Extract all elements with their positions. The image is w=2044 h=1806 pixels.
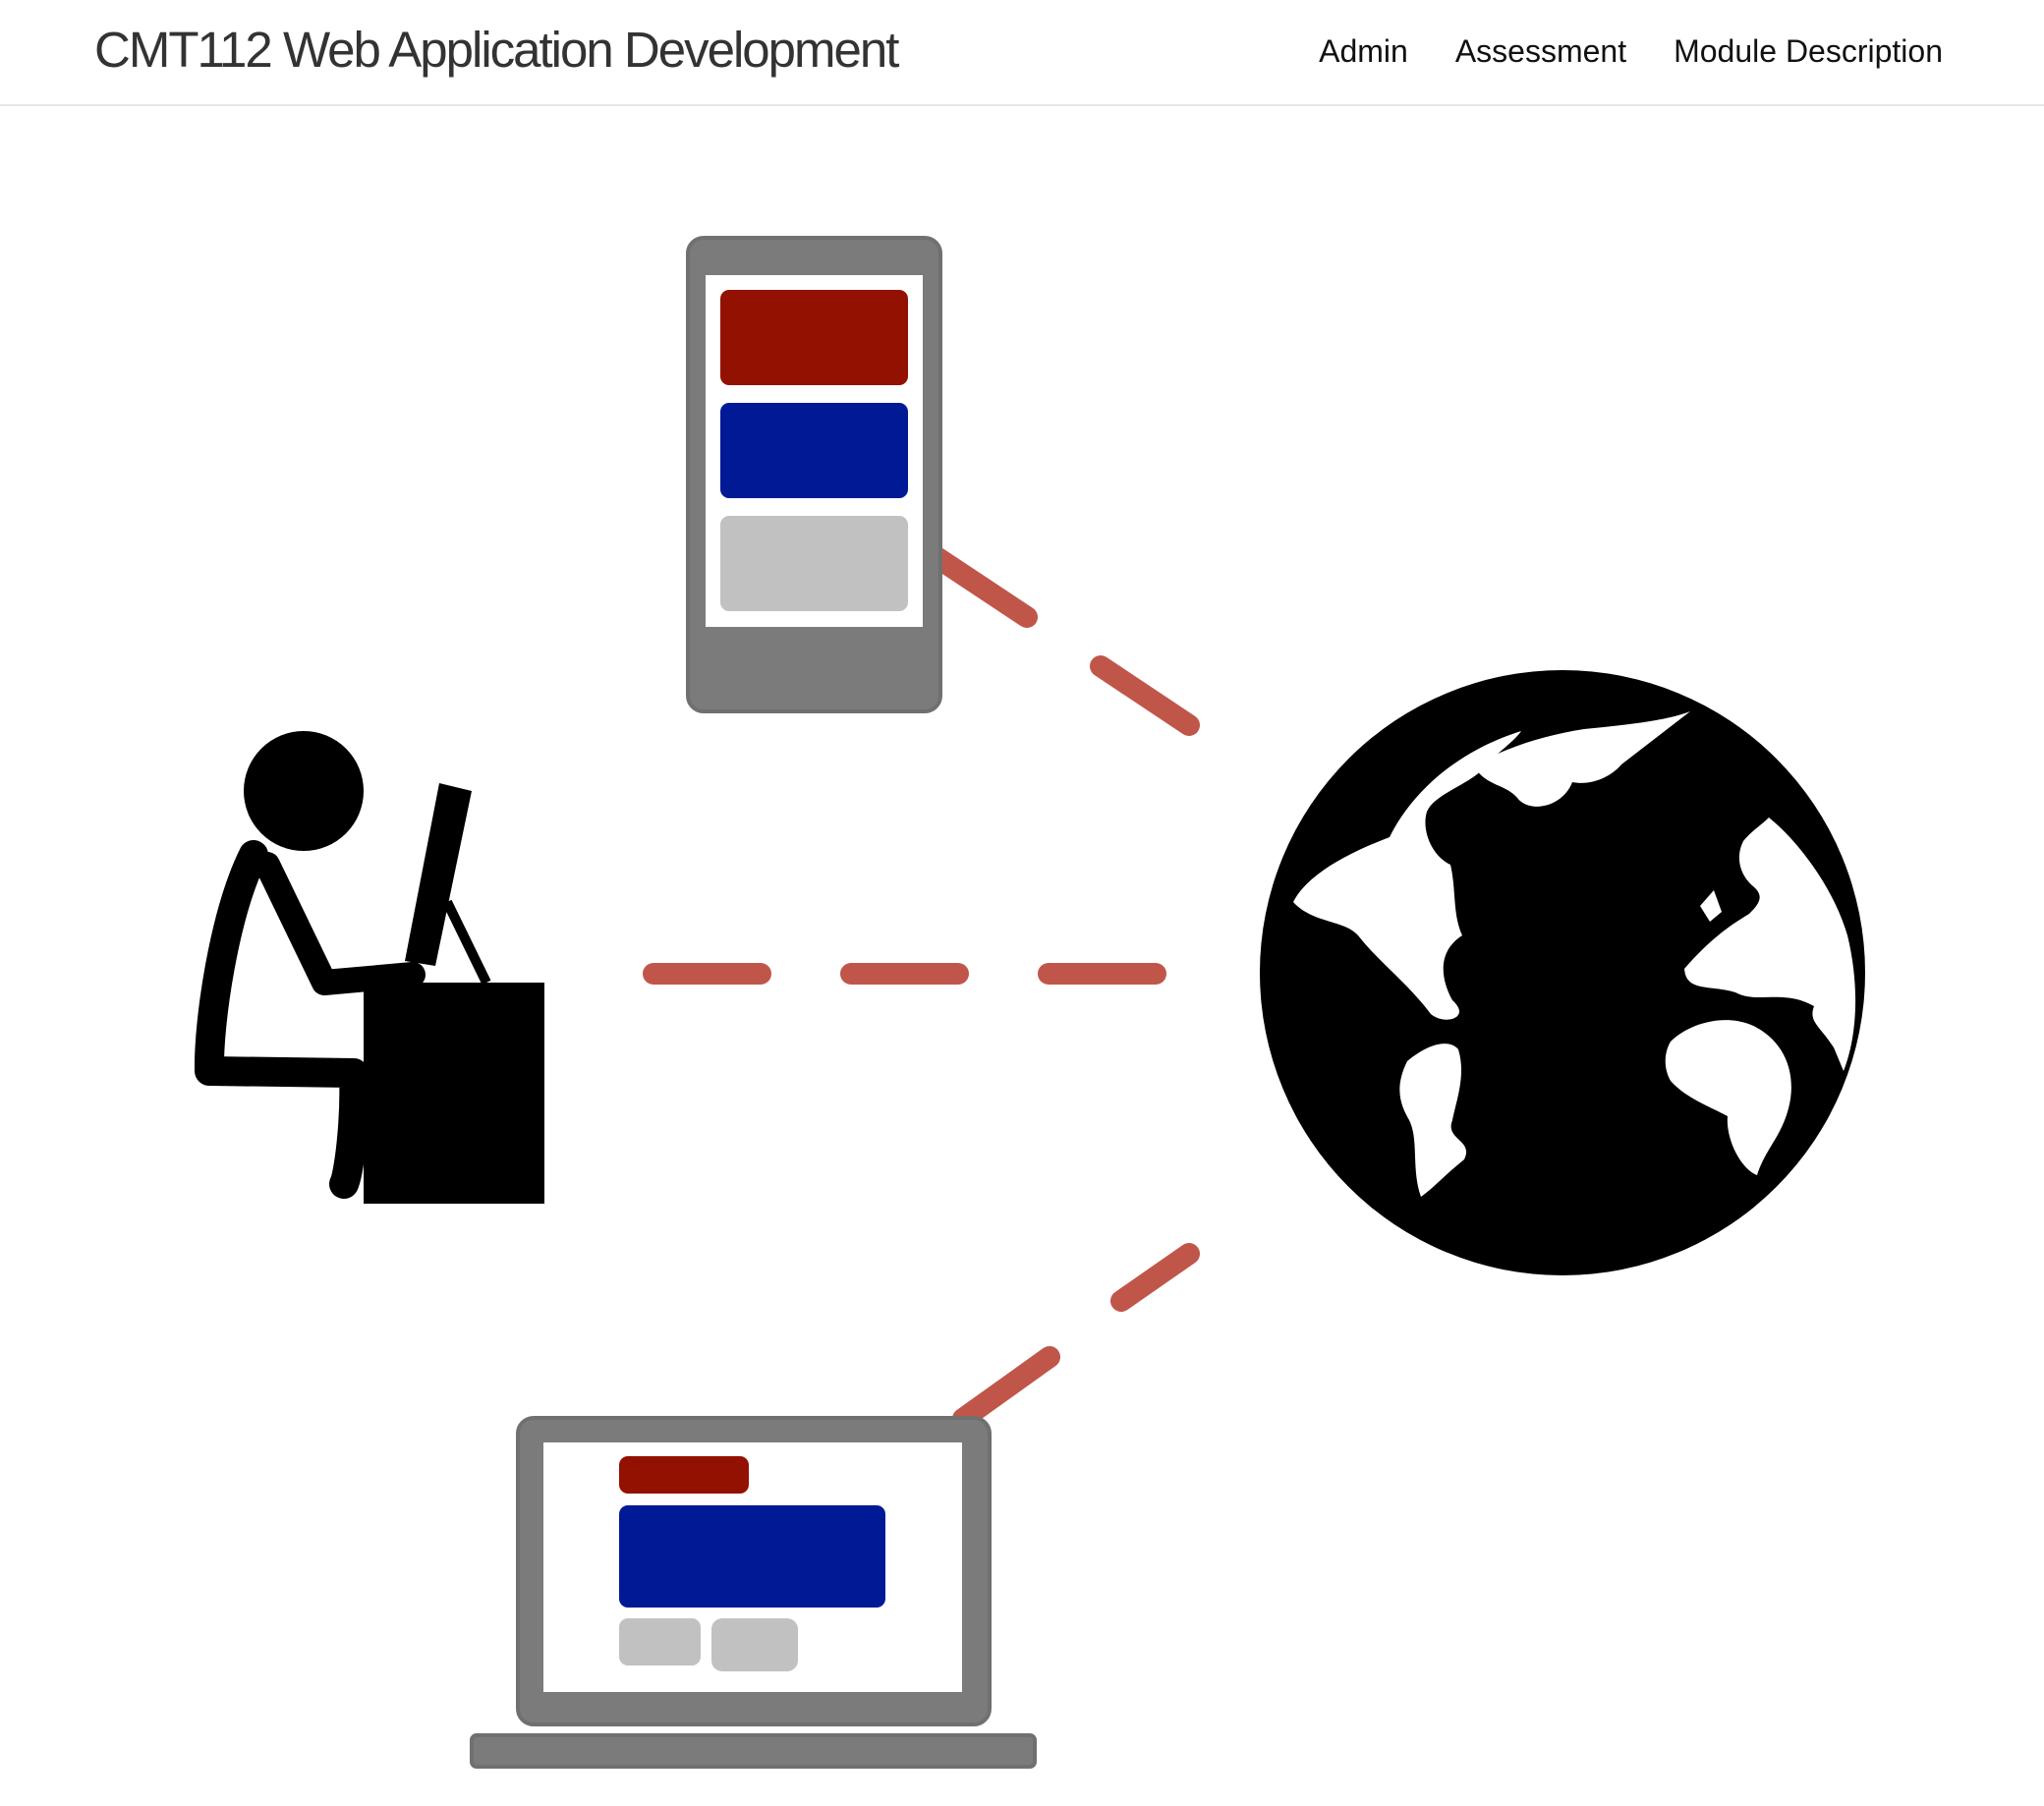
connector-phone-globe-dash-1 [923,544,1038,628]
nav-link-module-description[interactable]: Module Description [1674,33,1943,69]
nav-link-admin[interactable]: Admin [1319,33,1408,69]
globe-landmass-south-east [1665,1020,1791,1175]
connector-lines [643,544,1200,1430]
globe-landmass-east [1684,818,1856,1071]
globe-island [1700,890,1722,922]
globe-icon [1260,670,1865,1275]
laptop-block-grey-1 [619,1618,701,1665]
laptop-icon [470,1416,1037,1769]
laptop-block-grey-2 [711,1618,798,1671]
laptop-block-red [619,1456,749,1494]
connector-laptop-globe-dash-2 [952,1346,1060,1430]
hero-illustration [194,236,1865,1769]
globe-landmass-south-west [1399,1044,1467,1197]
phone-block-red [720,290,908,385]
laptop-block-blue [619,1505,885,1608]
globe-landmass-west [1293,731,1521,1020]
phone-block-blue [720,403,908,498]
nav-link-assessment[interactable]: Assessment [1454,33,1627,69]
globe-landmass-north [1474,711,1690,807]
phone-block-grey [720,516,908,611]
site-title[interactable]: CMT112 Web Application Development [94,22,899,78]
connector-laptop-globe-dash-1 [1110,1243,1200,1312]
top-navbar: CMT112 Web Application Development Admin… [0,0,2044,106]
main-nav: Admin Assessment Module Description [1319,29,1943,73]
smartphone-icon [686,236,942,713]
connector-phone-globe-dash-2 [1090,655,1200,736]
person-at-desk-icon [194,731,544,1204]
